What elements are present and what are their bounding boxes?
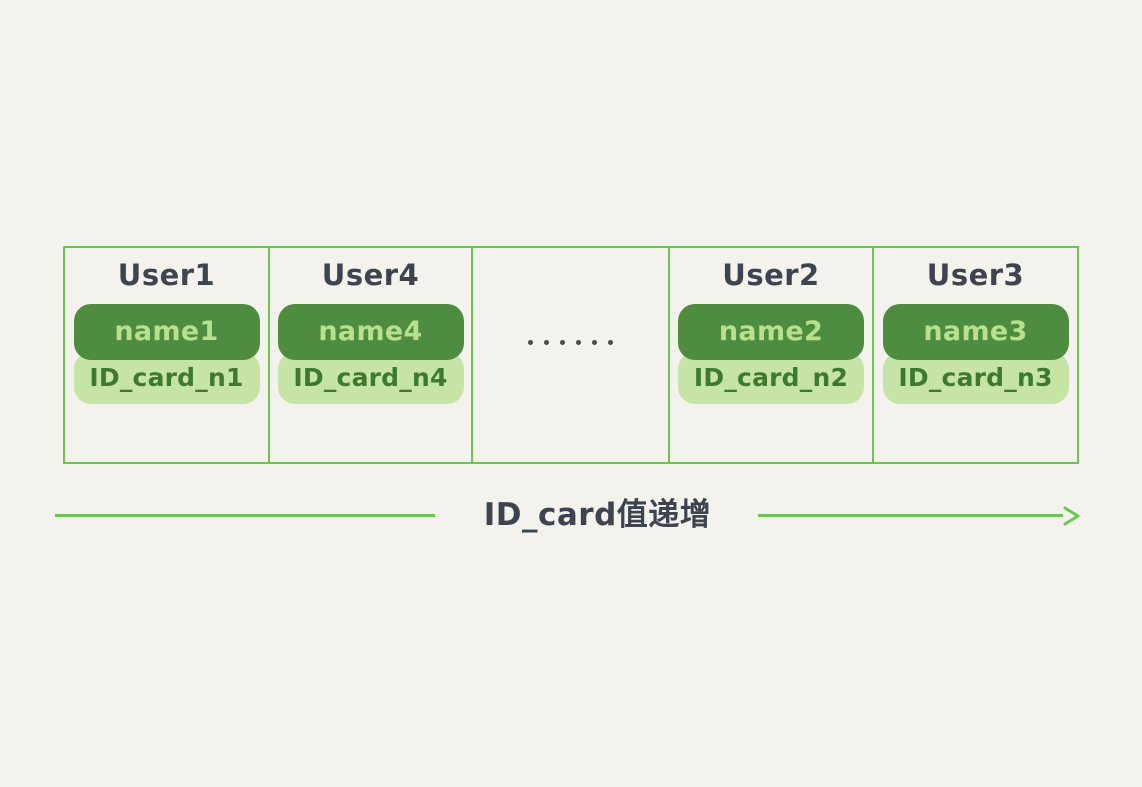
dot-icon	[560, 340, 565, 345]
increasing-order-arrow: ID_card值递增	[55, 488, 1085, 546]
arrow-caption: ID_card值递增	[483, 497, 712, 533]
user-title: User1	[117, 258, 216, 292]
user-title: User4	[321, 258, 420, 292]
user-title: User3	[926, 258, 1025, 292]
table-cell-user3: User3 name3 ID_card_n3	[874, 248, 1077, 462]
table-cell-user2: User2 name2 ID_card_n2	[670, 248, 874, 462]
id-card-pill: ID_card_n2	[678, 351, 864, 404]
id-card-pill: ID_card_n4	[277, 351, 464, 404]
user-title: User2	[722, 258, 820, 292]
dot-icon	[592, 340, 597, 345]
index-table: User1 name1 ID_card_n1 User4 name4 ID_ca…	[63, 246, 1079, 464]
name-pill: name4	[277, 303, 464, 360]
name-pill: name3	[882, 303, 1069, 360]
table-cell-user4: User4 name4 ID_card_n4	[270, 248, 473, 462]
name-pill: name2	[678, 303, 864, 360]
table-cell-ellipsis	[473, 248, 670, 462]
ellipsis-dots-icon	[473, 340, 668, 345]
arrow-line-right	[758, 514, 1063, 517]
id-card-pill: ID_card_n1	[73, 351, 260, 404]
dot-icon	[576, 340, 581, 345]
name-pill: name1	[73, 303, 260, 360]
dot-icon	[528, 340, 533, 345]
dot-icon	[608, 340, 613, 345]
table-cell-user1: User1 name1 ID_card_n1	[65, 248, 270, 462]
arrow-line-left	[55, 514, 435, 517]
id-card-pill: ID_card_n3	[882, 351, 1069, 404]
arrow-right-icon	[1061, 504, 1085, 528]
dot-icon	[544, 340, 549, 345]
